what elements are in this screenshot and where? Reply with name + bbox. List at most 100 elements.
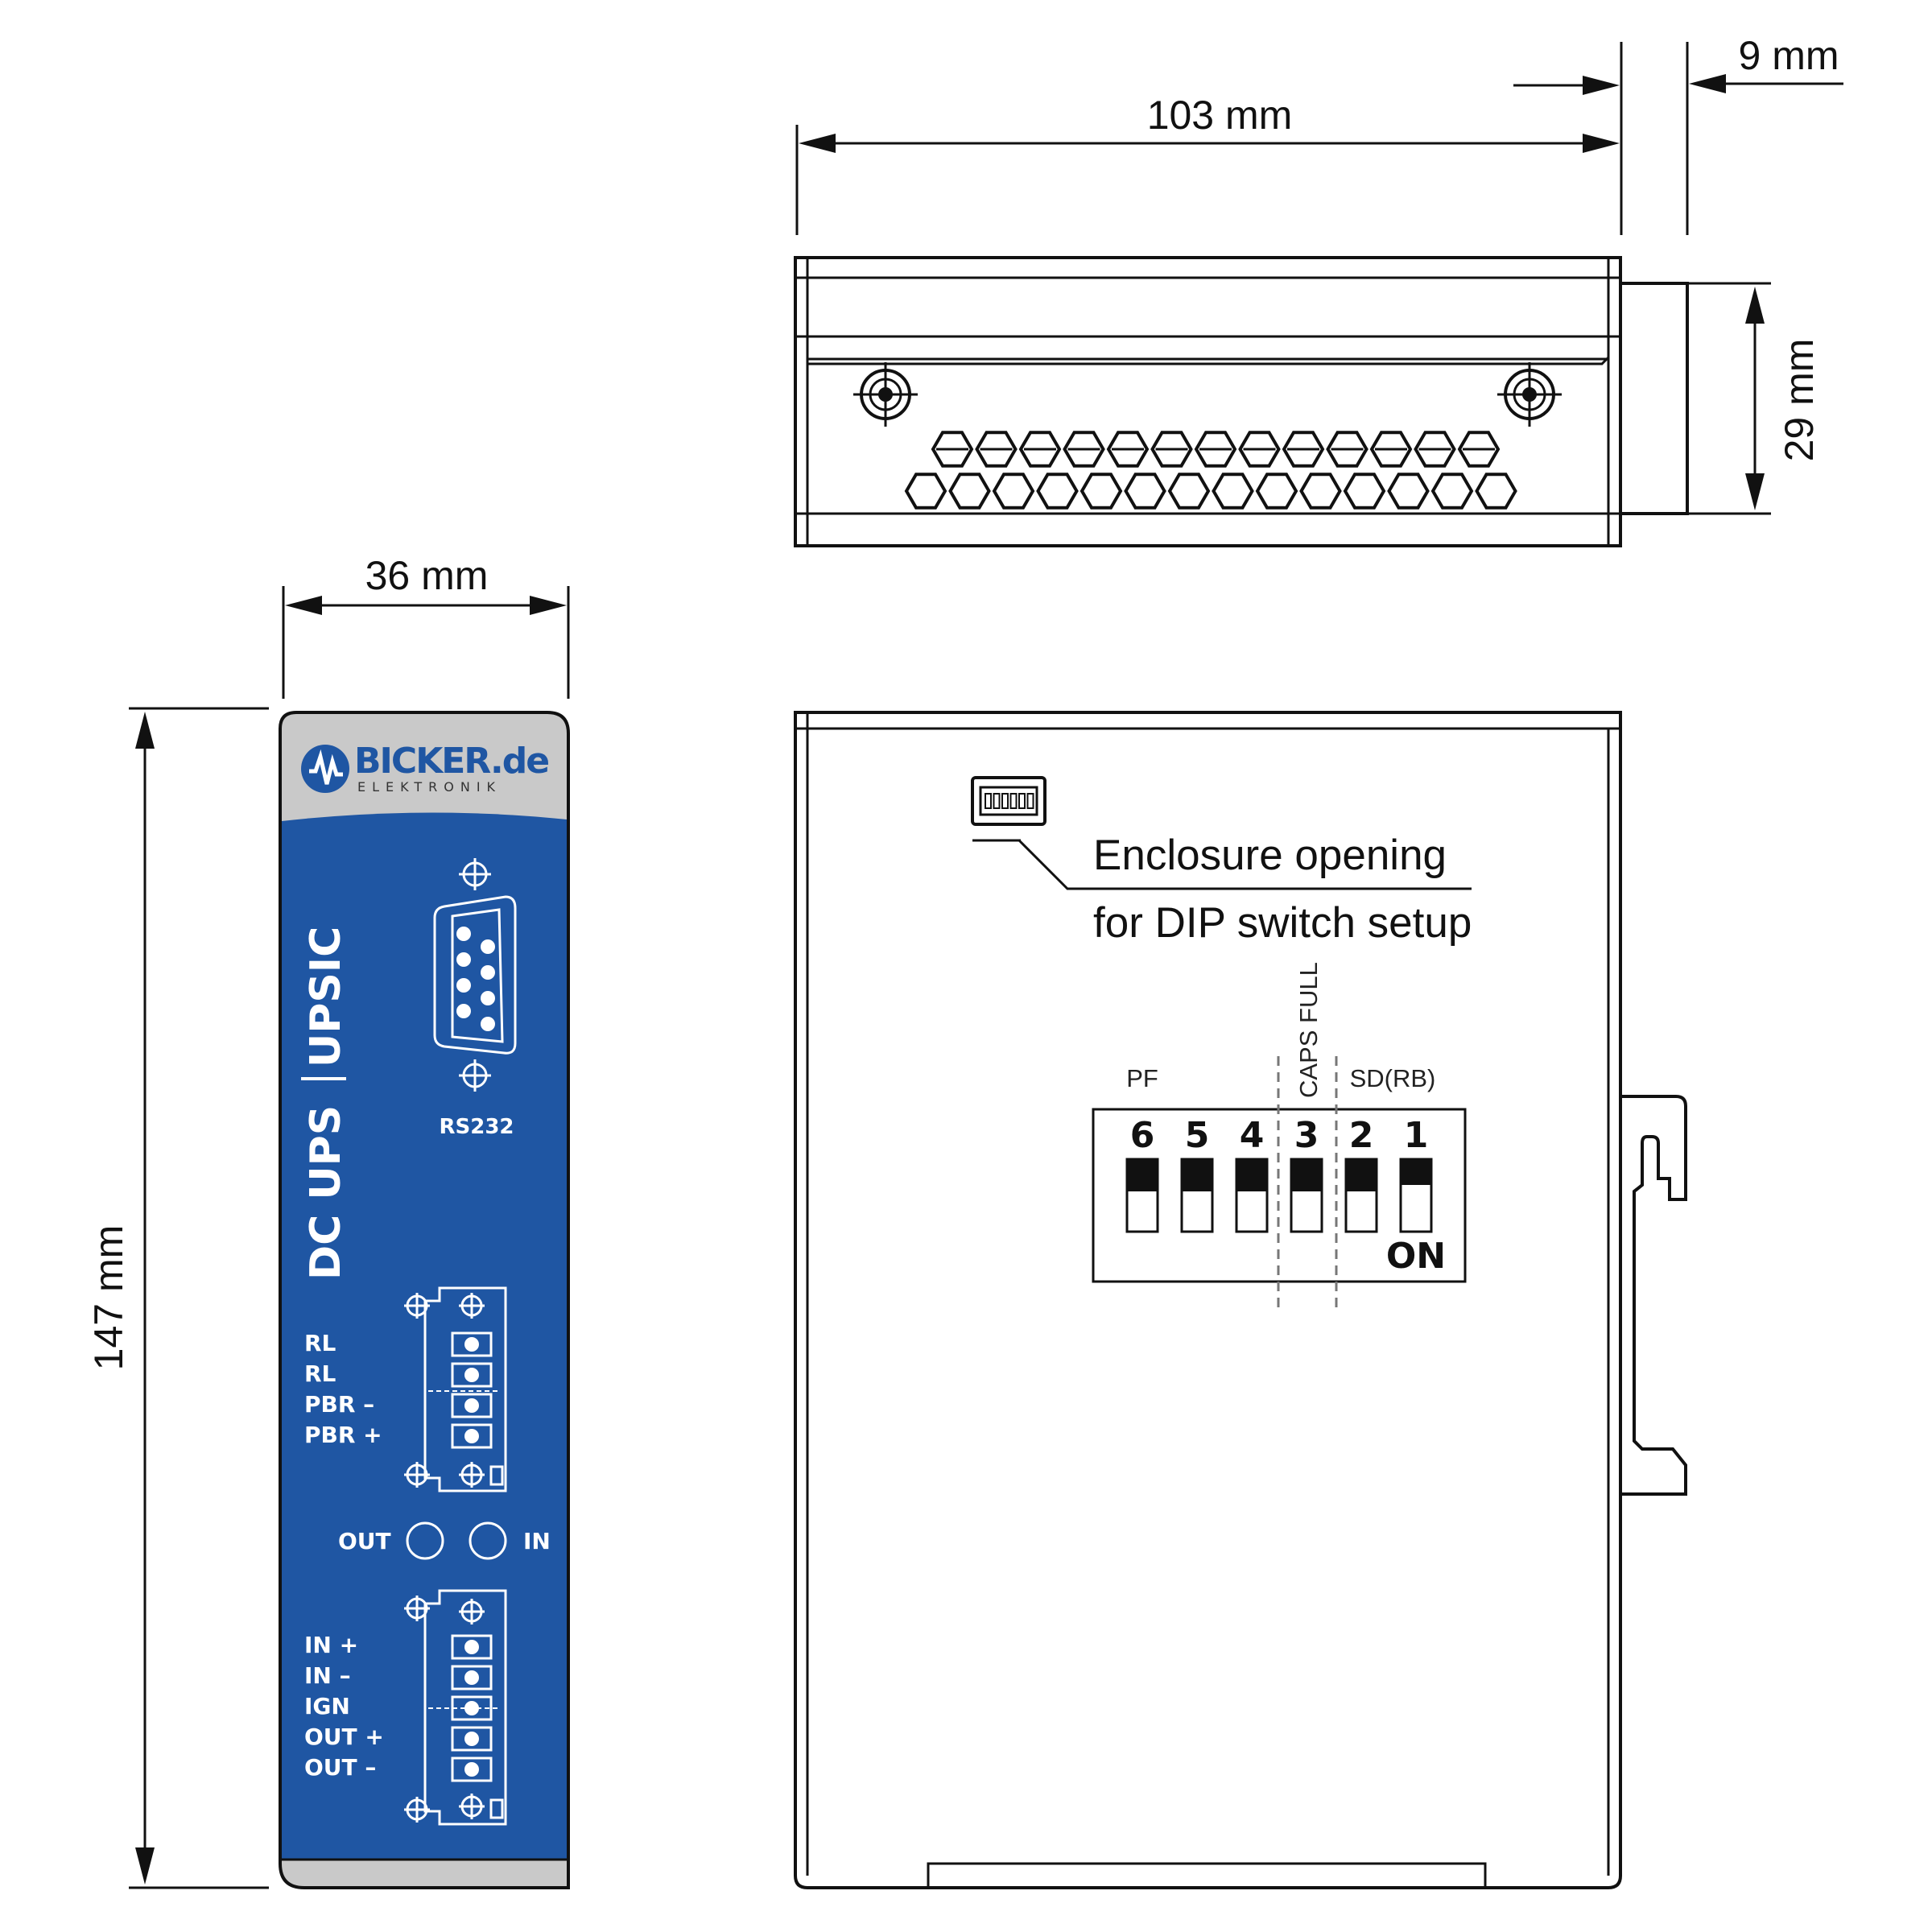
din-rail-clip — [1620, 1095, 1687, 1496]
terminal-upper-screws — [451, 1331, 493, 1449]
status-leds: OUT IN — [338, 1521, 551, 1560]
dip-switch-block: PF CAPS FULL SD(RB) 6 5 4 3 2 1 ON — [1092, 962, 1467, 1312]
led-out-label: OUT — [338, 1528, 391, 1554]
led-in — [469, 1521, 507, 1560]
dip-switches — [1125, 1158, 1433, 1233]
vent-hex — [1430, 473, 1474, 510]
terminal-lower: IN + IN – IGN OUT + OUT – — [304, 1589, 507, 1826]
switch-num-3: 3 — [1294, 1115, 1319, 1156]
dip-opening-slots — [985, 793, 1034, 809]
side-view: Enclosure opening for DIP switch setup P… — [794, 711, 1687, 1889]
term-lower-4: OUT – — [304, 1754, 376, 1781]
vent-hex — [1414, 431, 1456, 468]
panel-title: DC UPS UPSIC — [301, 927, 350, 1280]
switch-num-1: 5 — [1185, 1115, 1210, 1156]
db9-pin — [456, 1004, 471, 1018]
terminal-slot — [451, 1695, 493, 1721]
vent-hex — [1106, 431, 1150, 468]
dip-switch-lever — [1127, 1159, 1158, 1191]
vent-hex — [904, 473, 947, 510]
dim-29-label: 29 mm — [1777, 339, 1822, 462]
db9-pin — [456, 927, 471, 941]
vent-hex — [1299, 473, 1342, 510]
dip-switch-lever — [1291, 1159, 1322, 1191]
vent-hex — [1080, 473, 1123, 510]
dip-mini-slot — [993, 793, 1001, 809]
callout-line2: for DIP switch setup — [1093, 899, 1472, 947]
dip-switch-lever — [1182, 1159, 1212, 1191]
led-in-label: IN — [523, 1528, 551, 1554]
vent-hex — [1369, 431, 1413, 468]
term-upper-2: PBR – — [304, 1391, 374, 1418]
switch-num-2: 4 — [1240, 1115, 1265, 1156]
terminal-screw — [464, 1429, 479, 1443]
group-caps-label: CAPS FULL — [1294, 962, 1323, 1098]
vent-hex — [1238, 431, 1281, 468]
terminal-screw — [464, 1337, 479, 1352]
dimension-36mm: 36 mm — [282, 553, 570, 699]
dim-36-label: 36 mm — [365, 553, 489, 598]
terminal-slot — [451, 1634, 493, 1660]
switch-num-0: 6 — [1130, 1115, 1155, 1156]
vent-hex — [1063, 431, 1105, 468]
dimension-103mm: 103 mm — [799, 93, 1620, 153]
bicker-logo: BICKER.de ELEKTRONIK — [301, 741, 550, 795]
mount-hole-top — [459, 858, 491, 890]
db9-pin — [456, 952, 471, 967]
dimension-9mm: 9 mm — [1513, 33, 1843, 95]
dimension-147mm: 147 mm — [86, 707, 269, 1889]
vent-hex — [1212, 473, 1254, 510]
terminal-lower-screws — [451, 1634, 493, 1782]
terminal-slot — [451, 1331, 493, 1357]
vent-hex — [1387, 473, 1430, 510]
vent-hex — [1018, 431, 1062, 468]
vent-hex — [1150, 431, 1193, 468]
dip-opening-icon — [971, 776, 1046, 842]
vent-hex — [1124, 473, 1166, 510]
rs232-connector: RS232 — [433, 858, 517, 1139]
dim-9-label: 9 mm — [1739, 33, 1839, 78]
terminal-slot — [451, 1757, 493, 1782]
front-view: 36 mm 147 mm BICKER.de ELEKTRONIK DC UPS… — [86, 553, 570, 1889]
on-label: ON — [1386, 1236, 1446, 1277]
db9-pins — [456, 927, 495, 1031]
title-dc-ups: DC UPS — [302, 1105, 350, 1280]
terminal-slot — [451, 1423, 493, 1449]
switch-num-4: 2 — [1349, 1115, 1374, 1156]
brand-sub: ELEKTRONIK — [357, 779, 502, 795]
callout-line1: Enclosure opening — [1093, 832, 1447, 879]
vent-hex — [1036, 473, 1079, 510]
terminal-slot — [451, 1665, 493, 1690]
dim-147-label: 147 mm — [86, 1225, 131, 1371]
terminal-slot — [451, 1726, 493, 1752]
terminal-screw — [464, 1670, 479, 1685]
db9-pin — [481, 991, 495, 1005]
dip-switch-lever — [1346, 1159, 1377, 1191]
top-view: 103 mm 9 mm — [794, 33, 1843, 547]
ventilation-hexagons — [904, 431, 1517, 510]
terminal-screw — [464, 1640, 479, 1654]
vent-hex — [1282, 431, 1325, 468]
led-out — [406, 1521, 444, 1560]
terminal-upper: RL RL PBR – PBR + — [304, 1286, 507, 1492]
vent-hex — [948, 473, 991, 510]
vent-hex — [1167, 473, 1211, 510]
db9-pin — [456, 978, 471, 993]
dip-mini-slot — [1018, 793, 1026, 809]
terminal-screw — [464, 1368, 479, 1382]
db9-pin — [481, 965, 495, 980]
screw-left — [853, 362, 918, 427]
dip-mini-slot — [1009, 793, 1018, 809]
db9-pin — [481, 939, 495, 954]
vent-hex — [1326, 431, 1368, 468]
term-lower-2: IGN — [304, 1693, 350, 1719]
vent-hex — [1255, 473, 1298, 510]
terminal-slot — [451, 1362, 493, 1388]
dip-switch-lever — [1236, 1159, 1267, 1191]
brand-name: BICKER.de — [354, 741, 548, 782]
vent-hex — [931, 431, 974, 468]
term-upper-1: RL — [304, 1360, 336, 1387]
terminal-screw — [464, 1398, 479, 1413]
term-lower-1: IN – — [304, 1662, 351, 1689]
